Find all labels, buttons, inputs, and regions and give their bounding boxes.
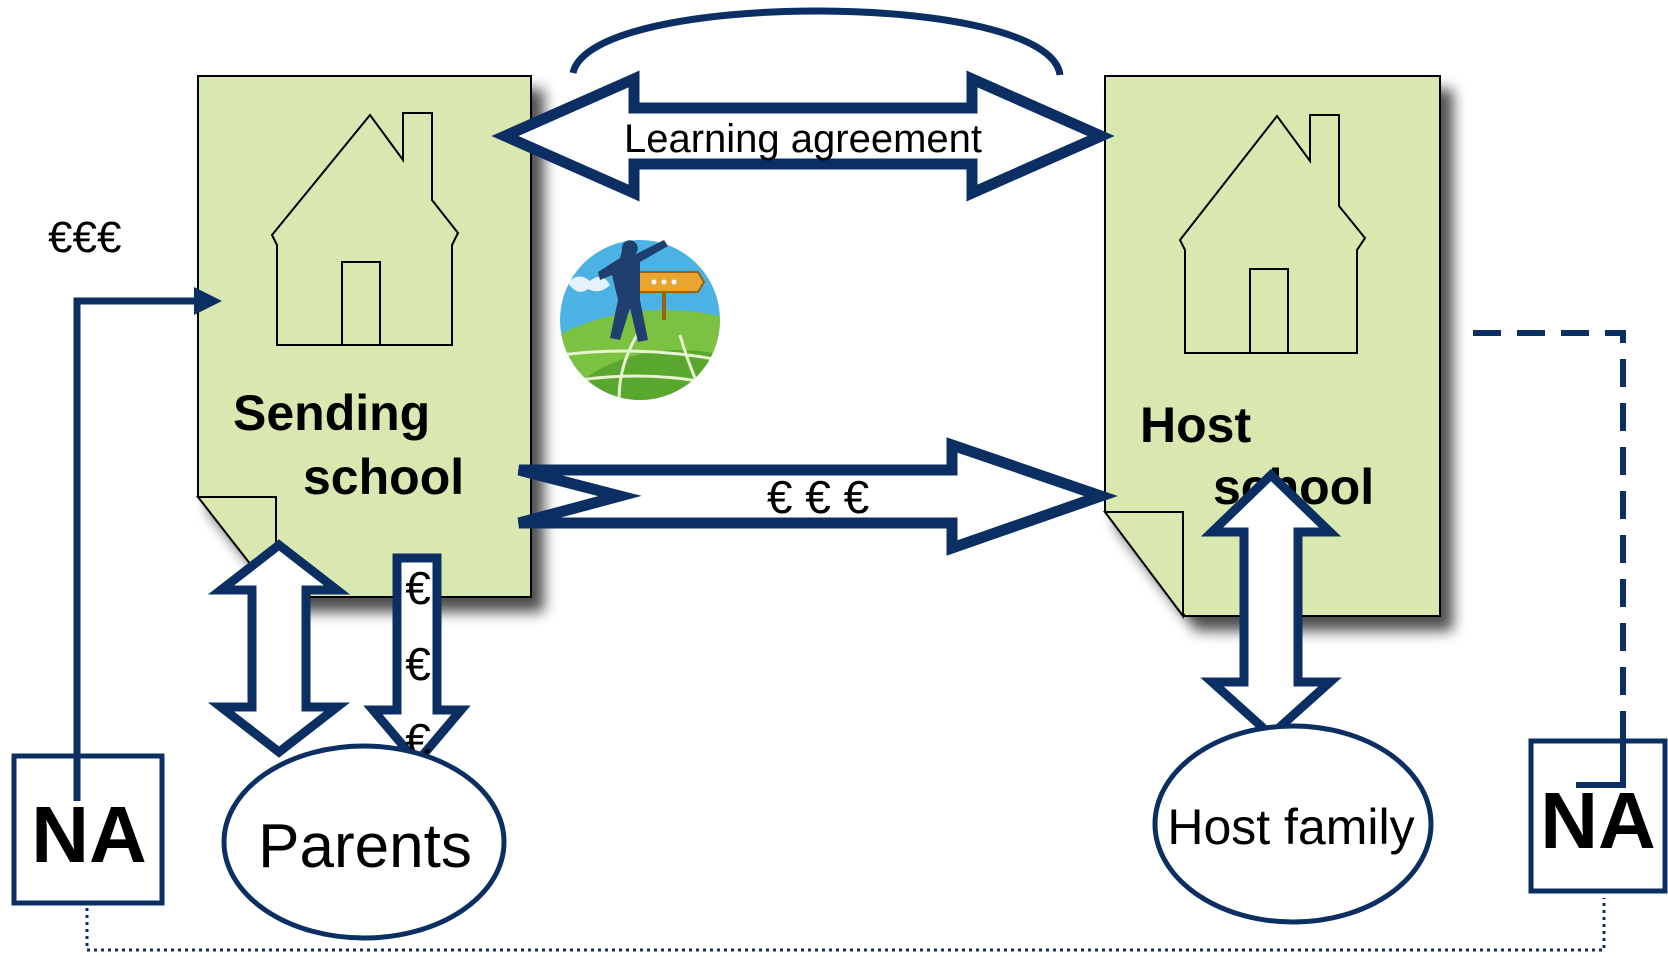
funding-transfer-label: € € €	[767, 471, 869, 523]
na-left-label: NA	[31, 790, 147, 879]
sending-school-card: Sending school	[195, 75, 532, 600]
host-na-dashed-connector	[1473, 330, 1626, 788]
sending-school-label-line2: school	[303, 449, 464, 505]
parents-sending-double-arrow	[207, 539, 351, 758]
na-funding-label: €€€	[48, 213, 121, 262]
learning-agreement-label: Learning agreement	[624, 117, 982, 161]
host-family-label: Host family	[1167, 799, 1414, 855]
na-left-box: NA	[11, 753, 165, 906]
house-icon	[1178, 114, 1367, 354]
na-funding-connector: €€€	[48, 213, 222, 766]
na-dotted-connector	[85, 898, 1606, 952]
parents-node: Parents	[221, 743, 507, 941]
house-icon	[270, 112, 460, 346]
parents-label: Parents	[258, 812, 472, 881]
parents-payment-euro-2: €	[405, 638, 431, 690]
funding-transfer-arrow: € € €	[517, 437, 1118, 556]
top-arc	[569, 7, 1064, 76]
host-family-node: Host family	[1152, 723, 1434, 925]
parents-payment-arrow: € € €	[363, 553, 471, 769]
host-school-label-line1: Host	[1140, 397, 1251, 453]
na-right-box: NA	[1528, 738, 1668, 894]
na-right-label: NA	[1540, 776, 1656, 865]
learning-agreement-arrow: Learning agreement	[491, 70, 1115, 202]
sending-school-label-line1: Sending	[233, 385, 430, 441]
parents-payment-euro-1: €	[405, 562, 431, 614]
